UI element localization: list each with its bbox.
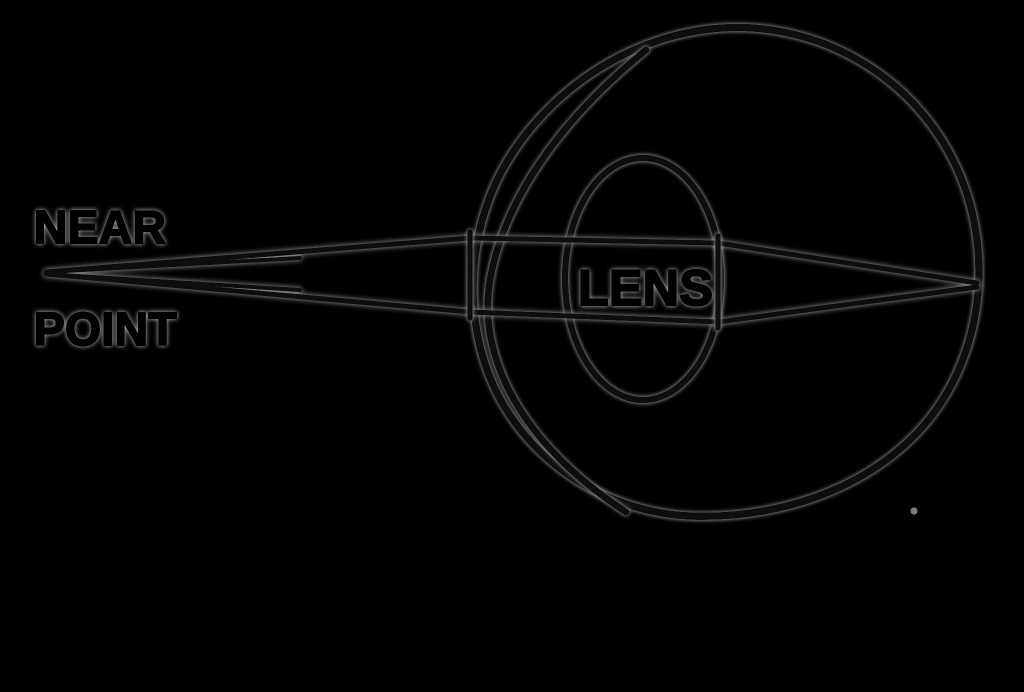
cornea-arc bbox=[484, 46, 650, 516]
light-ray-upper bbox=[43, 235, 980, 286]
text-labels: NEAR POINT LENS bbox=[33, 200, 714, 356]
lens-ellipse bbox=[561, 154, 725, 404]
light-ray-lower bbox=[43, 271, 980, 325]
eyeball-circle bbox=[469, 23, 983, 521]
stray-dot-mark bbox=[910, 507, 918, 515]
light-ray-bundle bbox=[43, 235, 980, 325]
label-point: POINT bbox=[34, 303, 177, 355]
lens-box-edges bbox=[467, 229, 721, 331]
label-near: NEAR bbox=[34, 201, 166, 253]
label-lens: LENS bbox=[578, 260, 713, 316]
